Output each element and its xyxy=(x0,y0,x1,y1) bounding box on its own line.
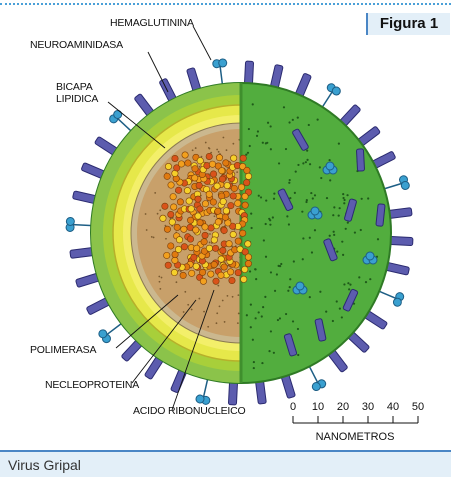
figure-caption: Virus Gripal xyxy=(8,457,81,473)
label-acido-ribonucleico: ACIDO RIBONUCLEICO xyxy=(133,405,246,417)
scale-unit: NANOMETROS xyxy=(316,431,395,443)
label-hemaglutinina: HEMAGLUTININA xyxy=(110,17,194,29)
label-polimerasa: POLIMERASA xyxy=(30,344,96,356)
influenza-virus-diagram: HEMAGLUTININA NEUROAMINIDASA BICAPA LIPI… xyxy=(0,0,451,450)
scale-tick-30: 30 xyxy=(362,401,374,413)
scale-tick-50: 50 xyxy=(412,401,424,413)
label-neuroaminidasa: NEUROAMINIDASA xyxy=(30,39,123,51)
scale-tick-10: 10 xyxy=(312,401,324,413)
label-nucleoproteina: NECLEOPROTEINA xyxy=(45,379,139,391)
scale-bar: 0 10 20 30 40 50 NANOMETROS xyxy=(290,401,424,443)
scale-tick-20: 20 xyxy=(337,401,349,413)
caption-bar: Virus Gripal xyxy=(0,450,451,477)
label-bicapa-line2: LIPIDICA xyxy=(56,93,98,105)
scale-tick-0: 0 xyxy=(290,401,296,413)
scale-tick-40: 40 xyxy=(387,401,399,413)
label-bicapa-line1: BICAPA xyxy=(56,81,93,93)
